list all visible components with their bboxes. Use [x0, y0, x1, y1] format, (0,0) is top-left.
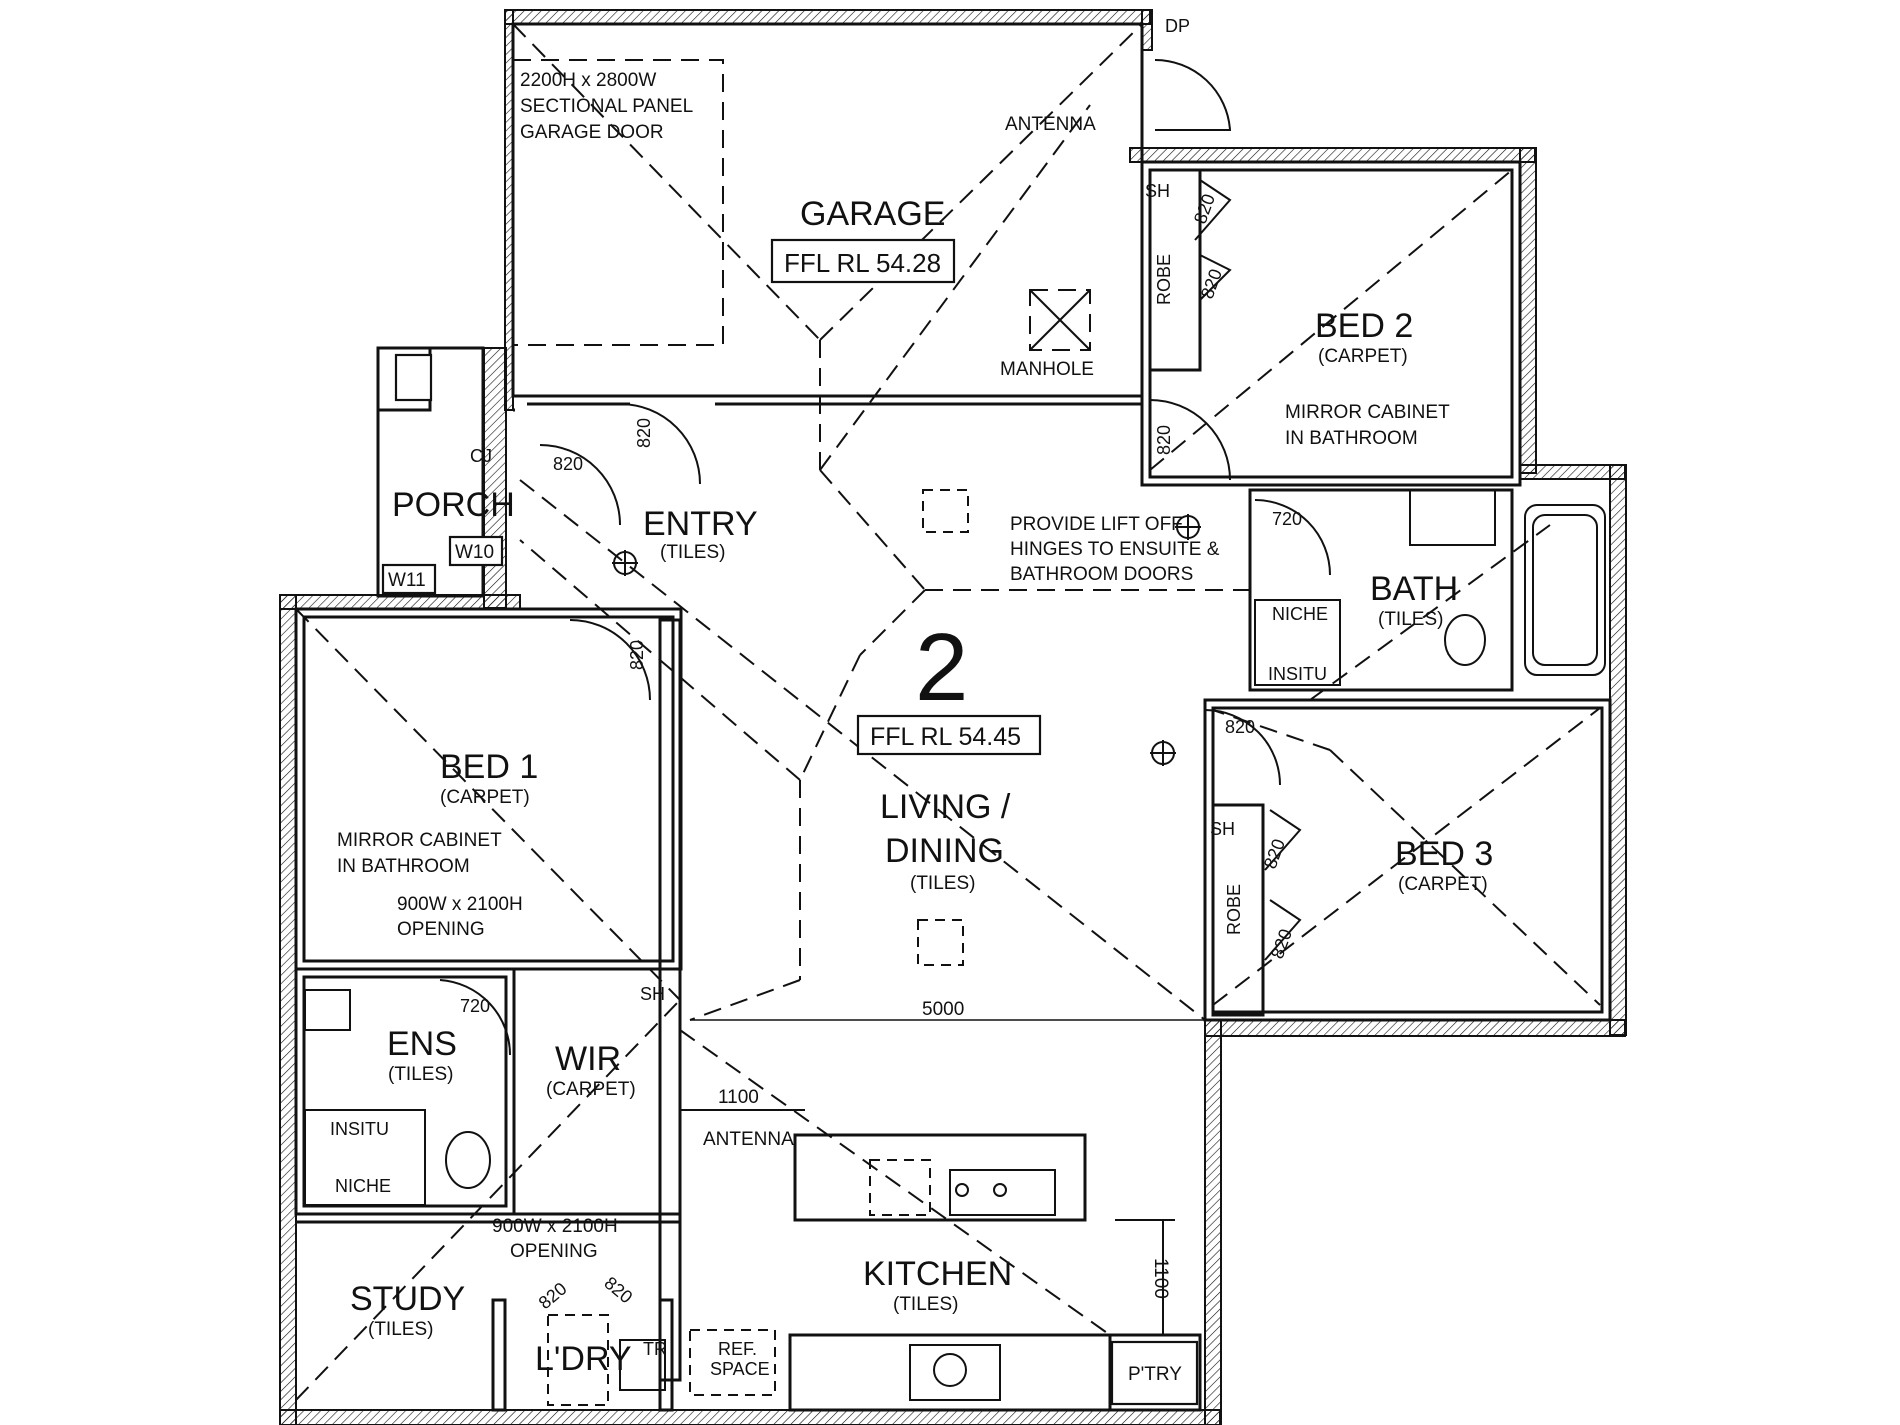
w10-box — [448, 535, 504, 567]
door-820-entry: 820 — [634, 418, 654, 448]
wir-finish: (CARPET) — [546, 1079, 636, 1100]
kitchen-finish: (TILES) — [893, 1294, 958, 1315]
bath-insitu-label: INSITU — [1268, 664, 1327, 684]
bed2-sh-label: SH — [1145, 181, 1170, 201]
door-swings — [439, 58, 1331, 1056]
bath-niche-label: NICHE — [1272, 604, 1328, 624]
bed1-note-2: IN BATHROOM — [337, 856, 470, 877]
wir-title: WIR — [555, 1040, 621, 1078]
fixtures — [304, 289, 1496, 1406]
ptry-box — [1110, 1340, 1199, 1406]
tr-label: TR — [643, 1339, 667, 1359]
opening-note2-1: 900W x 2100H — [492, 1216, 618, 1237]
pantry-label: P'TRY — [1128, 1364, 1182, 1385]
ens-title: ENS — [387, 1025, 457, 1063]
garage-ffl-box — [770, 238, 956, 284]
laundry-title: L'DRY — [535, 1340, 632, 1378]
study-finish: (TILES) — [368, 1319, 433, 1340]
lift-note-2: HINGES TO ENSUITE & — [1010, 539, 1220, 560]
door-820-bed3: 820 — [1225, 717, 1255, 737]
bed3-title: BED 3 — [1395, 835, 1493, 873]
garage-title: GARAGE — [800, 195, 945, 233]
garage-ffl: FFL RL 54.28 — [784, 248, 941, 278]
w11-label: W11 — [388, 570, 426, 591]
ens-finish: (TILES) — [388, 1064, 453, 1085]
level-number: 2 — [915, 614, 968, 721]
study-title: STUDY — [350, 1280, 465, 1318]
ens-insitu-label: INSITU — [330, 1119, 389, 1139]
cj-label: CJ — [470, 446, 492, 466]
entry-title: ENTRY — [643, 505, 758, 543]
living-title-2: DINING — [885, 832, 1004, 870]
bed2-title: BED 2 — [1315, 307, 1413, 345]
bed3-robe-label: ROBE — [1224, 884, 1244, 935]
dim-1100-b: 1100 — [1150, 1258, 1171, 1299]
door-720-ens: 720 — [460, 996, 490, 1016]
door-820-ldry-a: 820 — [535, 1278, 571, 1313]
garage-door-note-3: GARAGE DOOR — [520, 122, 664, 143]
antenna-label-top: ANTENNA — [1005, 114, 1096, 135]
bed1-finish: (CARPET) — [440, 787, 530, 808]
bed2-robe-label: ROBE — [1154, 254, 1174, 305]
porch-title: PORCH — [392, 486, 515, 524]
external-walls — [279, 9, 1627, 1425]
door-820-ldry-b: 820 — [600, 1273, 636, 1308]
dim-5000: 5000 — [922, 999, 964, 1020]
main-ffl-box — [856, 714, 1042, 756]
bed2-note-1: MIRROR CABINET — [1285, 402, 1450, 423]
ens-niche-label: NICHE — [335, 1176, 391, 1196]
w11-box — [381, 563, 437, 595]
bed1-title: BED 1 — [440, 748, 538, 786]
door-720-bath: 720 — [1272, 509, 1302, 529]
main-ffl: FFL RL 54.45 — [870, 723, 1021, 751]
living-finish: (TILES) — [910, 873, 975, 894]
labels: 2200H x 2800W SECTIONAL PANEL GARAGE DOO… — [330, 16, 1493, 1385]
door-820-porch: 820 — [553, 454, 583, 474]
opening-note2-2: OPENING — [510, 1241, 598, 1262]
w10-label: W10 — [455, 542, 494, 563]
bed2-note-2: IN BATHROOM — [1285, 428, 1418, 449]
door-820-robe2a: 820 — [1190, 191, 1219, 226]
lift-note-3: BATHROOM DOORS — [1010, 564, 1193, 585]
ref-space-2: SPACE — [710, 1359, 770, 1379]
lift-note-1: PROVIDE LIFT OFF — [1010, 514, 1183, 535]
opening-note-1: 900W x 2100H — [397, 894, 523, 915]
antenna-label-bottom: ANTENNA — [703, 1129, 794, 1150]
garage-door-note-2: SECTIONAL PANEL — [520, 96, 693, 117]
light-fixtures — [612, 514, 1201, 766]
dim-1100-a: 1100 — [718, 1087, 759, 1108]
door-820-robe3b: 820 — [1267, 926, 1296, 961]
wir-sh-label: SH — [640, 984, 665, 1004]
bath-finish: (TILES) — [1378, 609, 1443, 630]
bed3-finish: (CARPET) — [1398, 874, 1488, 895]
kitchen-title: KITCHEN — [863, 1255, 1012, 1293]
door-820-bed1: 820 — [627, 640, 647, 670]
door-820-bed2: 820 — [1154, 425, 1174, 455]
opening-note-2: OPENING — [397, 919, 485, 940]
dp-label: DP — [1165, 16, 1190, 36]
bed1-note-1: MIRROR CABINET — [337, 830, 502, 851]
entry-finish: (TILES) — [660, 542, 725, 563]
bed2-finish: (CARPET) — [1318, 346, 1408, 367]
garage-door-note-1: 2200H x 2800W — [520, 70, 656, 91]
bath-title: BATH — [1370, 570, 1458, 608]
living-title-1: LIVING / — [880, 788, 1011, 826]
manhole-label: MANHOLE — [1000, 359, 1094, 380]
dimension-lines — [680, 1109, 1175, 1335]
ref-space-1: REF. — [718, 1339, 757, 1359]
bed3-sh-label: SH — [1210, 819, 1235, 839]
